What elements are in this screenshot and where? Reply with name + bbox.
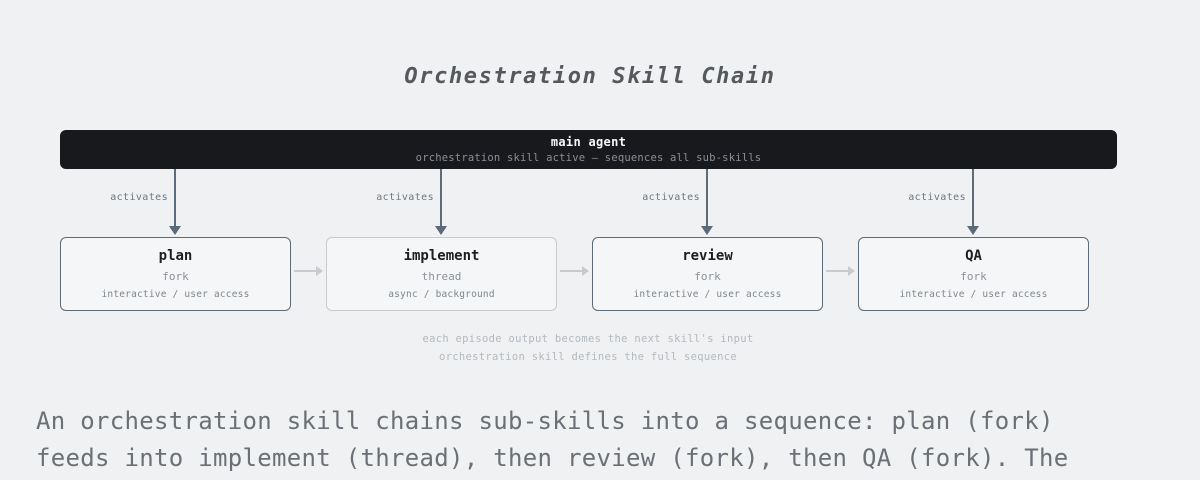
caption-paragraph: An orchestration skill chains sub-skills… (36, 403, 1186, 477)
footnote-sequence: orchestration skill defines the full seq… (439, 351, 737, 363)
diagram-title: Orchestration Skill Chain (404, 64, 776, 89)
skill-mode: fork (960, 270, 987, 283)
skill-mode: fork (694, 270, 721, 283)
skill-mode: thread (421, 270, 462, 283)
skill-access: interactive / user access (899, 289, 1048, 300)
caption-line-1: An orchestration skill chains sub-skills… (36, 407, 1054, 435)
skill-node-plan: plan fork interactive / user access (60, 237, 291, 311)
skill-name: plan (158, 248, 193, 264)
skill-name: implement (403, 248, 480, 264)
chain-arrow-implement-to-review (560, 266, 589, 276)
activation-arrow-implement (435, 169, 447, 235)
activates-label-review: activates (642, 192, 700, 203)
chain-arrow-plan-to-implement (294, 266, 323, 276)
activates-label-plan: activates (110, 192, 168, 203)
skill-name: QA (965, 248, 982, 264)
skill-node-qa: QA fork interactive / user access (858, 237, 1089, 311)
skill-access: interactive / user access (633, 289, 782, 300)
footnote-episode-output: each episode output becomes the next ski… (422, 333, 754, 345)
activation-arrow-qa (967, 169, 979, 235)
skill-name: review (682, 248, 733, 264)
skill-mode: fork (162, 270, 189, 283)
skill-node-implement: implement thread async / background (326, 237, 557, 311)
skill-access: interactive / user access (101, 289, 250, 300)
caption-line-2: feeds into implement (thread), then revi… (36, 444, 1069, 472)
activates-label-qa: activates (908, 192, 966, 203)
activates-label-implement: activates (376, 192, 434, 203)
skill-node-review: review fork interactive / user access (592, 237, 823, 311)
main-agent-subtitle: orchestration skill active — sequences a… (415, 152, 762, 164)
chain-arrow-review-to-qa (826, 266, 855, 276)
skill-access: async / background (388, 289, 495, 300)
activation-arrow-review (701, 169, 713, 235)
main-agent-node: main agent orchestration skill active — … (60, 130, 1117, 169)
main-agent-label: main agent (550, 135, 627, 149)
activation-arrow-plan (169, 169, 181, 235)
